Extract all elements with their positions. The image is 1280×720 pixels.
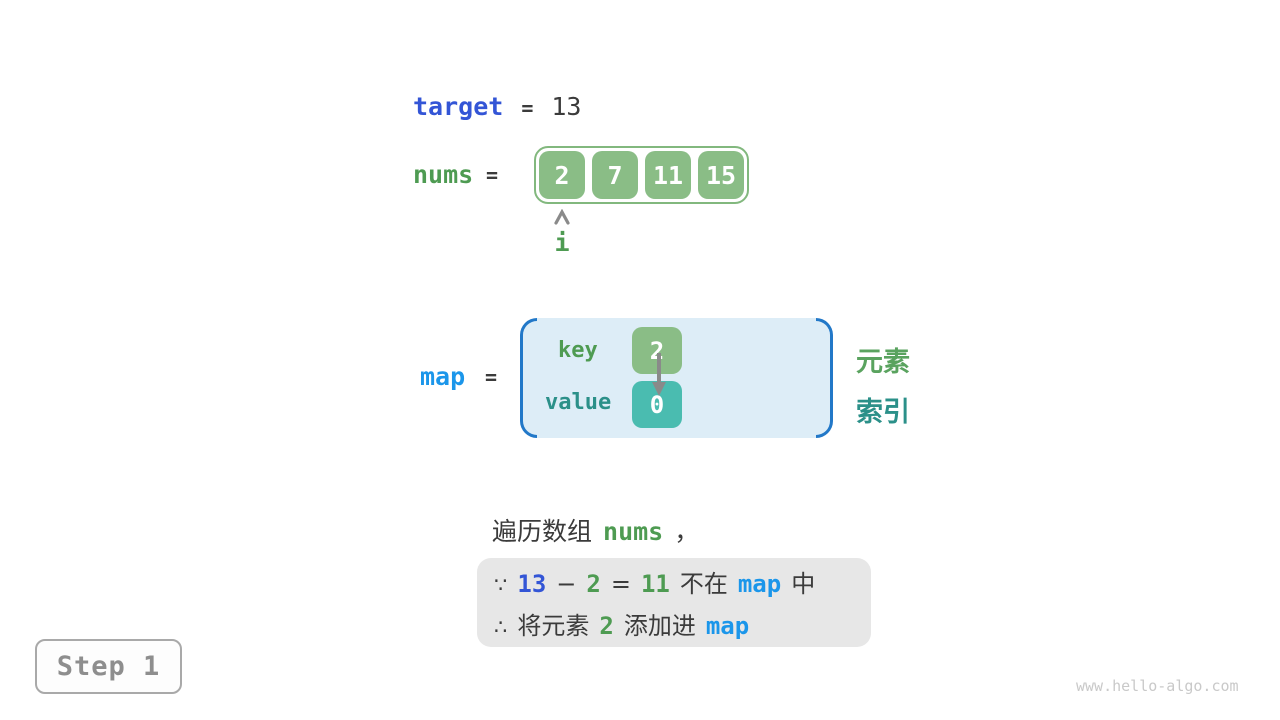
map-key-cell: 2	[632, 327, 682, 374]
target-equals: =	[521, 96, 534, 120]
add-element-text: 将元素	[517, 612, 590, 640]
caption-comma: ，	[674, 517, 700, 546]
therefore-symbol: ∴	[494, 615, 508, 639]
caption: 遍历数组 nums ，	[492, 512, 699, 548]
caption-text: 遍历数组	[492, 517, 593, 546]
explanation-box: ∵ 13 − 2 = 11 不在 map 中 ∴ 将元素 2 添加进 map	[477, 558, 871, 647]
add-into-text: 添加进	[623, 612, 696, 640]
array-cell: 15	[698, 151, 744, 199]
index-pointer-arrow-icon	[554, 209, 570, 225]
equals-sign: =	[610, 570, 631, 598]
minus-sign: −	[556, 570, 577, 598]
target-variable: target	[413, 92, 504, 121]
step-label: Step 1	[56, 651, 161, 682]
target-row: target = 13	[413, 92, 581, 121]
difference-number: 11	[640, 570, 670, 598]
nums-variable: nums	[413, 160, 474, 189]
map-key-label: key	[558, 338, 598, 363]
in-text: 中	[791, 570, 816, 598]
not-in-text: 不在	[679, 570, 728, 598]
element-annotation: 元素	[856, 347, 910, 378]
because-symbol: ∵	[494, 573, 508, 597]
map-variable: map	[420, 362, 466, 391]
map-equals: =	[485, 365, 498, 389]
element-number: 2	[599, 612, 614, 640]
array-cell: 7	[592, 151, 638, 199]
map-value-label: value	[545, 390, 612, 415]
watermark: www.hello-algo.com	[1076, 677, 1239, 695]
target-value: 13	[551, 92, 582, 121]
note-line-because: ∵ 13 − 2 = 11 不在 map 中	[494, 564, 871, 599]
step-badge: Step 1	[35, 639, 182, 694]
index-annotation: 索引	[856, 397, 910, 428]
array-cell: 11	[645, 151, 691, 199]
element-number: 2	[586, 570, 601, 598]
map-code: map	[705, 612, 750, 640]
map-left-bracket	[520, 318, 537, 438]
nums-array: 2 7 11 15	[534, 146, 749, 204]
array-cell: 2	[539, 151, 585, 199]
note-line-therefore: ∴ 将元素 2 添加进 map	[494, 606, 871, 641]
index-pointer-label: i	[554, 228, 570, 257]
nums-equals: =	[486, 163, 499, 187]
key-to-value-arrow-icon	[652, 353, 666, 396]
map-code: map	[737, 570, 782, 598]
target-number: 13	[517, 570, 547, 598]
caption-nums-code: nums	[603, 517, 664, 546]
map-right-bracket	[816, 318, 833, 438]
